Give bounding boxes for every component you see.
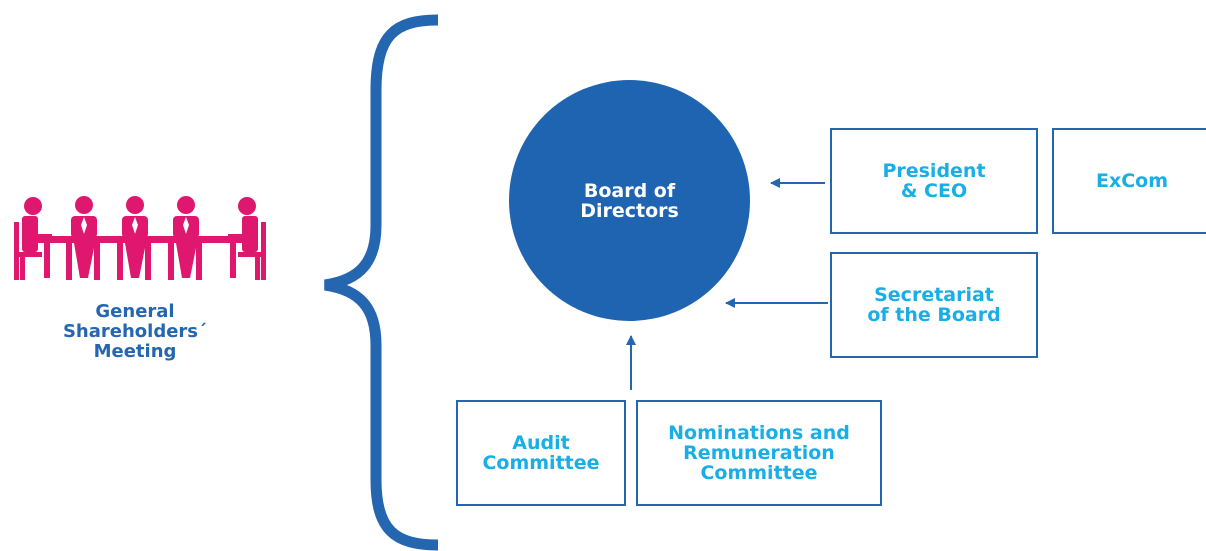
excom-label: ExCom [1095,170,1169,192]
excom-box: ExCom [1052,128,1206,234]
secretariat-label: Secretariat of the Board [867,284,1001,326]
board-of-directors-node: Board of Directors [509,80,750,321]
curly-brace [324,14,439,551]
audit-committee-label: Audit Committee [482,432,600,474]
president-ceo-label: President & CEO [882,160,986,202]
shareholders-meeting-label: General Shareholders´ Meeting [62,301,208,362]
audit-committee-box: Audit Committee [456,400,626,506]
meeting-table-icon [14,196,266,280]
secretariat-box: Secretariat of the Board [830,252,1038,358]
president-ceo-box: President & CEO [830,128,1038,234]
nominations-committee-box: Nominations and Remuneration Committee [636,400,882,506]
nominations-committee-label: Nominations and Remuneration Committee [668,422,850,484]
board-of-directors-label: Board of Directors [580,179,679,222]
